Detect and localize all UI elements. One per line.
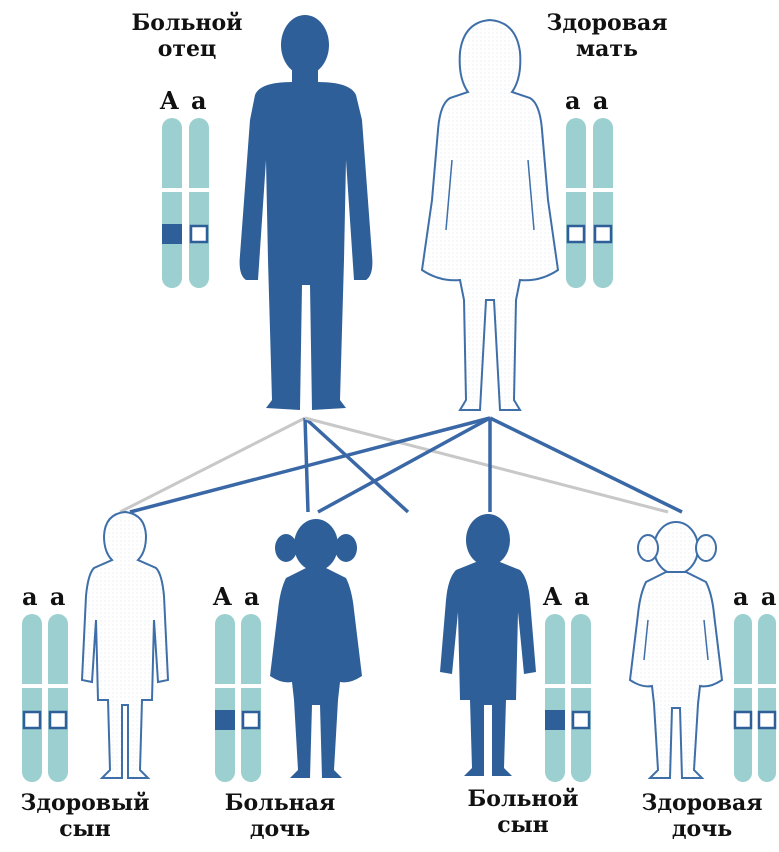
chromosome [48, 614, 68, 782]
son2-alleles: A a [543, 582, 592, 611]
line-mother-daughter2 [490, 418, 682, 512]
daughter1-figure [270, 519, 362, 778]
gene-marker-dominant [215, 710, 235, 730]
gene-marker-recessive [50, 712, 66, 728]
chromosome [215, 614, 235, 782]
son2-chromosomes [545, 614, 591, 782]
son2-label: Больной сын [448, 786, 598, 839]
line-father-daughter2 [305, 418, 668, 512]
chromosome [593, 118, 613, 288]
daughter1-chromosomes [215, 614, 261, 782]
chromosome [758, 614, 776, 782]
daughter2-figure [630, 522, 722, 778]
gene-marker-dominant [545, 710, 565, 730]
gene-marker-recessive [735, 712, 751, 728]
son1-chromosomes [22, 614, 68, 782]
mother-figure [422, 20, 558, 410]
inheritance-lines [120, 418, 682, 512]
gene-marker-recessive [191, 226, 207, 242]
chromosome [571, 614, 591, 782]
line-mother-son1 [130, 418, 490, 512]
father-chromosomes [162, 118, 209, 288]
daughter2-alleles: a a [733, 582, 778, 611]
gene-marker-recessive [24, 712, 40, 728]
son1-label: Здоровый сын [0, 790, 170, 843]
daughter2-chromosomes [734, 614, 776, 782]
line-father-son1 [120, 418, 305, 512]
chromosome [545, 614, 565, 782]
son1-alleles: a a [22, 582, 67, 611]
father-alleles: A a [160, 86, 209, 115]
gene-marker-recessive [595, 226, 611, 242]
daughter1-alleles: A a [213, 582, 262, 611]
chromosome [189, 118, 209, 288]
chromosome [241, 614, 261, 782]
gene-marker-recessive [568, 226, 584, 242]
gene-marker-recessive [573, 712, 589, 728]
daughter1-label: Больная дочь [200, 790, 360, 843]
mother-chromosomes [566, 118, 613, 288]
line-mother-daughter1 [318, 418, 490, 512]
mother-alleles: a a [565, 86, 610, 115]
mother-label: Здоровая мать [522, 10, 692, 63]
son2-figure [440, 514, 536, 776]
gene-marker-recessive [759, 712, 775, 728]
chromosome [566, 118, 586, 288]
gene-marker-recessive [243, 712, 259, 728]
father-figure [240, 15, 373, 410]
daughter2-label: Здоровая дочь [625, 790, 779, 843]
chromosome [22, 614, 42, 782]
chromosome [734, 614, 752, 782]
son1-figure [82, 512, 168, 778]
gene-marker-dominant [162, 224, 182, 244]
father-label: Больной отец [112, 10, 262, 63]
chromosome [162, 118, 182, 288]
